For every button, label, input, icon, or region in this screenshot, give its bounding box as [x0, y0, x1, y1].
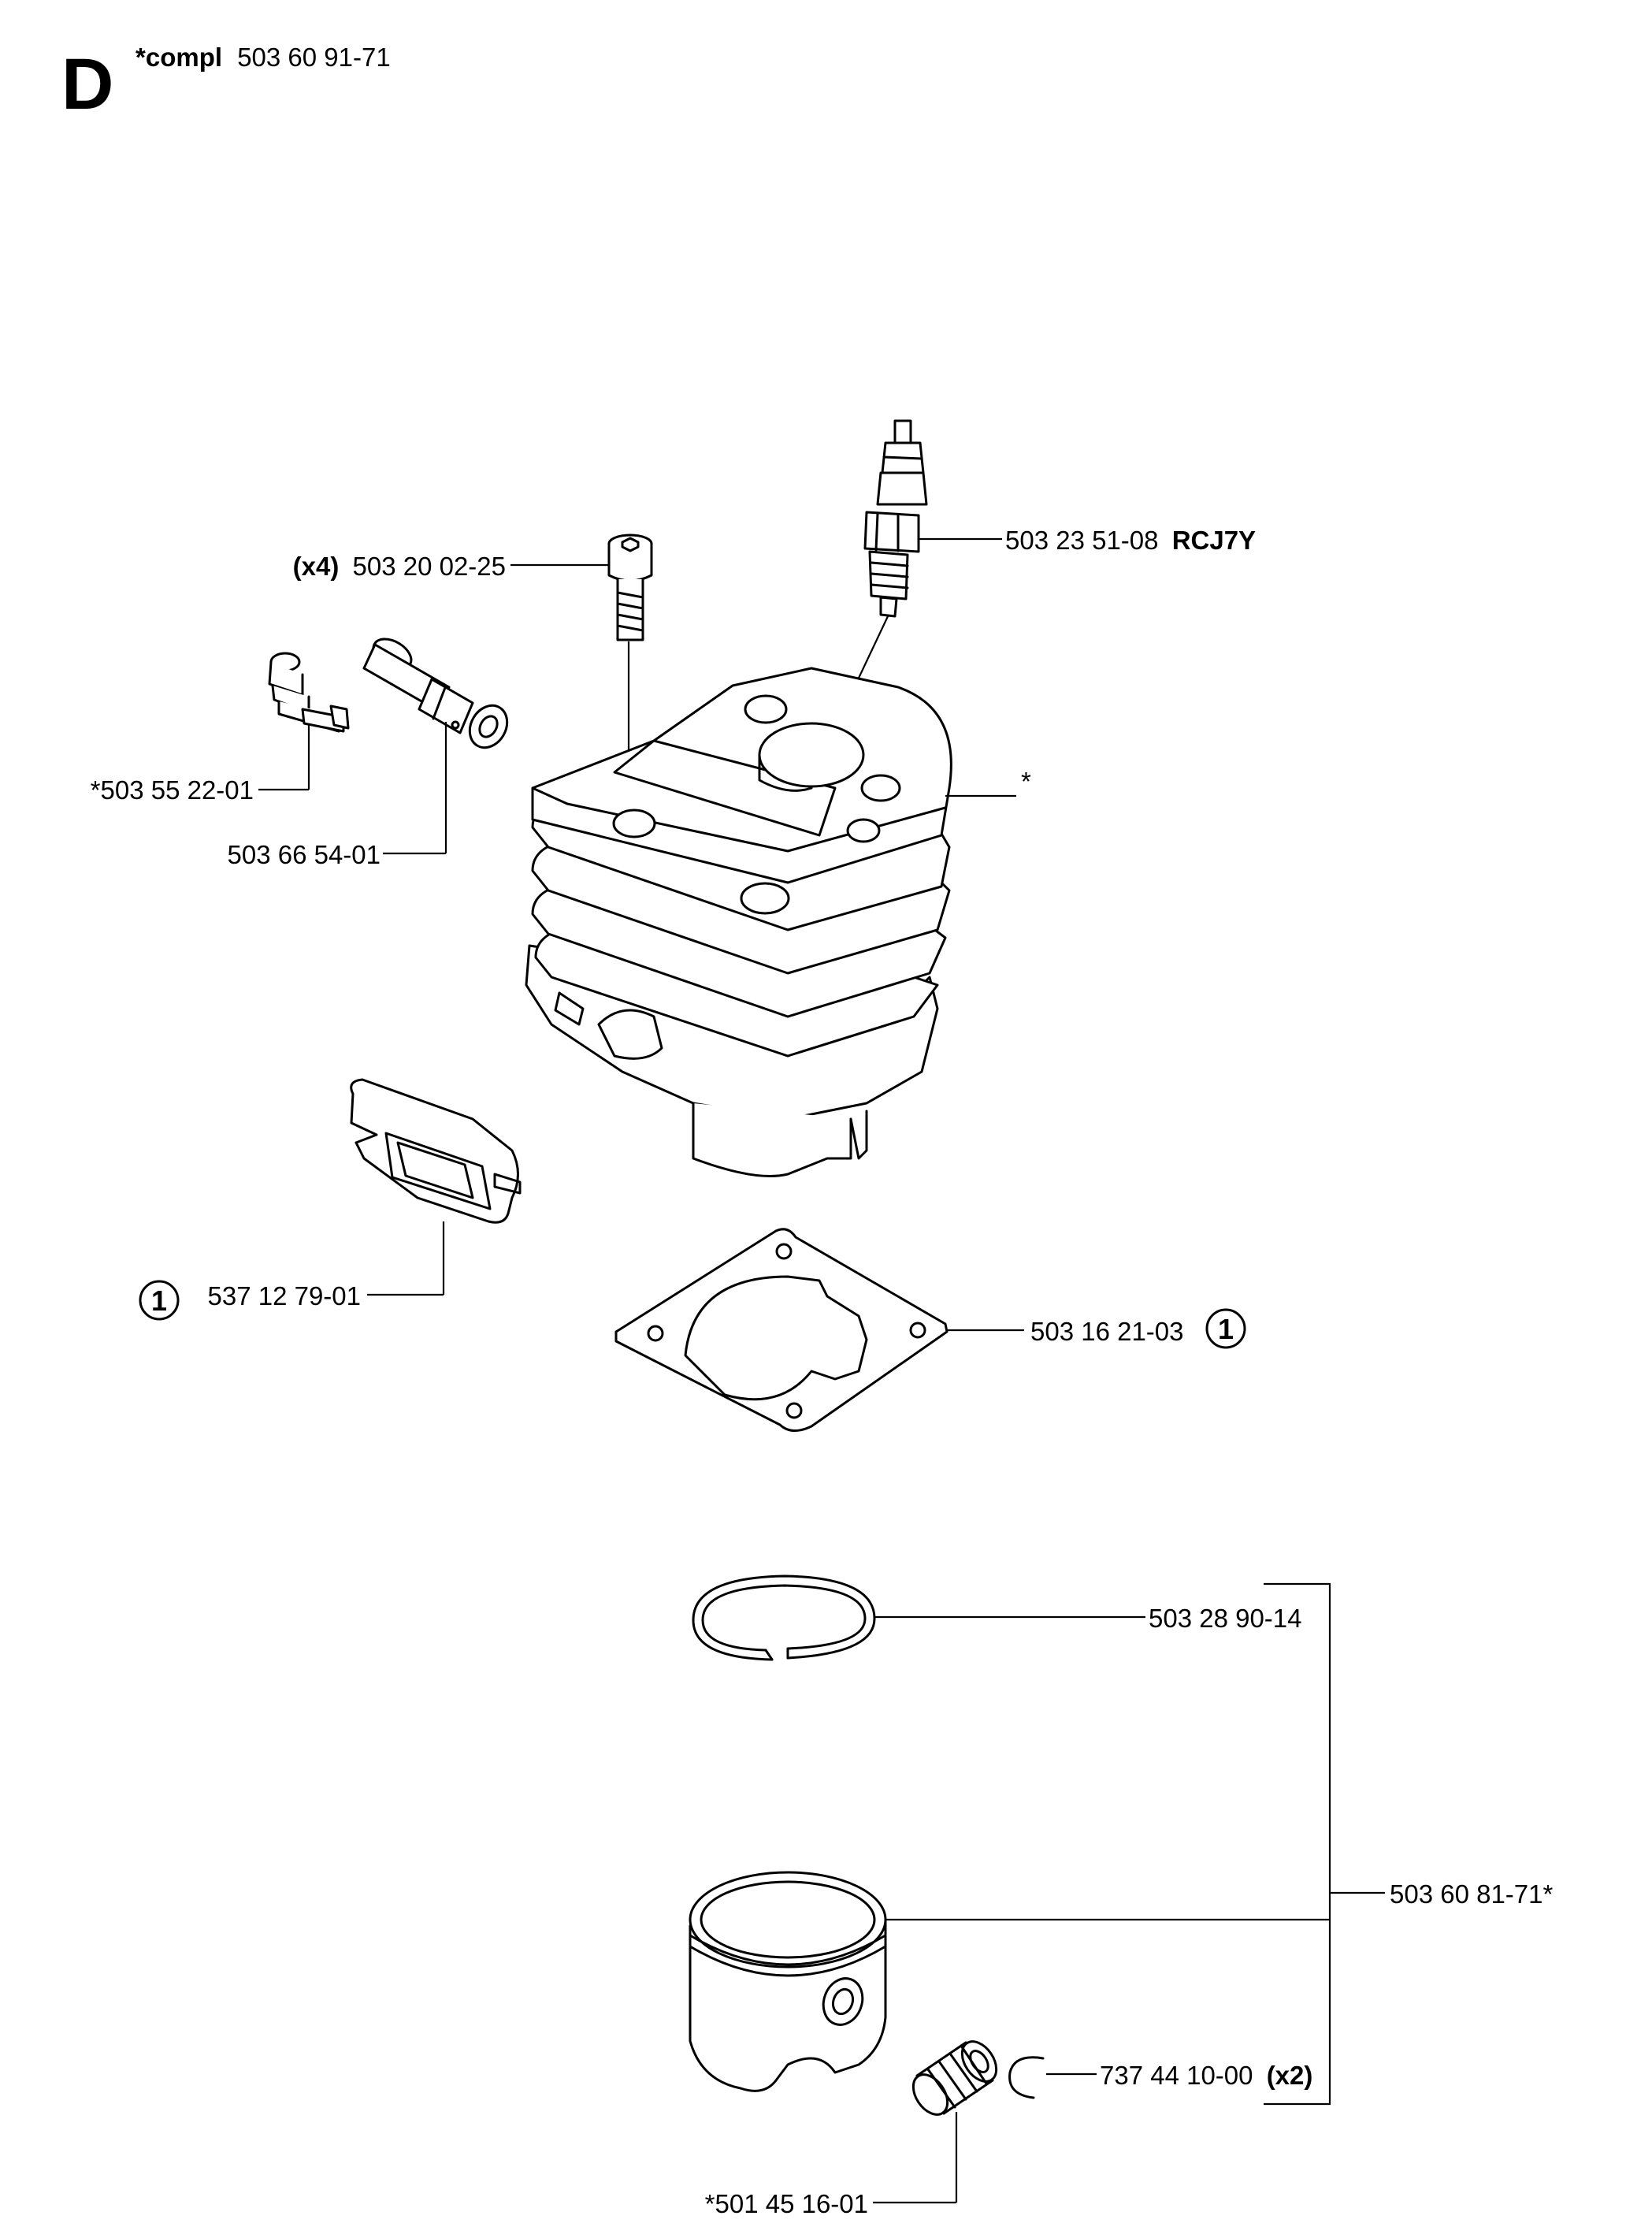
decompression-valve-label[interactable]: *503 55 22-01 — [91, 775, 254, 805]
legend-number: 1 — [1218, 1313, 1234, 1345]
screw-qty: (x4) — [293, 552, 340, 581]
cylinder-icon[interactable] — [525, 667, 952, 1177]
assembly-header[interactable]: *compl 503 60 91-71 — [136, 43, 391, 72]
circlip-qty: (x2) — [1267, 2061, 1313, 2090]
circlip-number: 737 44 10-00 — [1100, 2061, 1253, 2090]
connector-nipple-icon[interactable] — [362, 633, 514, 754]
assembly-prefix: *compl — [136, 43, 222, 72]
connector-label[interactable]: 503 66 54-01 — [227, 840, 381, 869]
screw-label[interactable]: (x4) 503 20 02-25 — [293, 552, 506, 581]
spark-plug-icon[interactable] — [863, 419, 928, 618]
intake-gasket-label[interactable]: 537 12 79-01 — [207, 1281, 361, 1310]
intake-gasket-icon[interactable] — [350, 1078, 522, 1224]
spark-plug-code: RCJ7Y — [1172, 526, 1256, 555]
circlip-icon[interactable] — [1008, 2056, 1045, 2099]
needle-bearing-icon[interactable] — [906, 2035, 1003, 2121]
piston-ring-label[interactable]: 503 28 90-14 — [1149, 1604, 1302, 1633]
piston-kit-label[interactable]: 503 60 81-71* — [1390, 1879, 1554, 1909]
cylinder-label[interactable]: * — [1021, 767, 1031, 796]
section-letter: D — [61, 44, 113, 125]
decompression-valve-icon[interactable] — [268, 652, 350, 733]
legend-circle-icon: 1 — [139, 1280, 180, 1321]
base-gasket-icon[interactable] — [614, 1228, 949, 1432]
screw-number: 503 20 02-25 — [352, 552, 506, 581]
circlip-label[interactable]: 737 44 10-00 (x2) — [1100, 2061, 1312, 2090]
assembly-part-number: 503 60 91-71 — [237, 43, 391, 72]
base-gasket-label[interactable]: 503 16 21-03 — [1030, 1317, 1184, 1346]
piston-ring-icon[interactable] — [692, 1574, 876, 1661]
legend-number: 1 — [151, 1284, 167, 1317]
spark-plug-label[interactable]: 503 23 51-08 RCJ7Y — [1005, 526, 1256, 555]
piston-icon[interactable] — [689, 1871, 887, 2092]
hex-socket-screw-icon[interactable] — [607, 533, 653, 641]
legend-circle-icon: 1 — [1205, 1308, 1246, 1349]
needle-bearing-label[interactable]: *501 45 16-01 — [705, 2189, 868, 2218]
spark-plug-number: 503 23 51-08 — [1005, 526, 1159, 555]
